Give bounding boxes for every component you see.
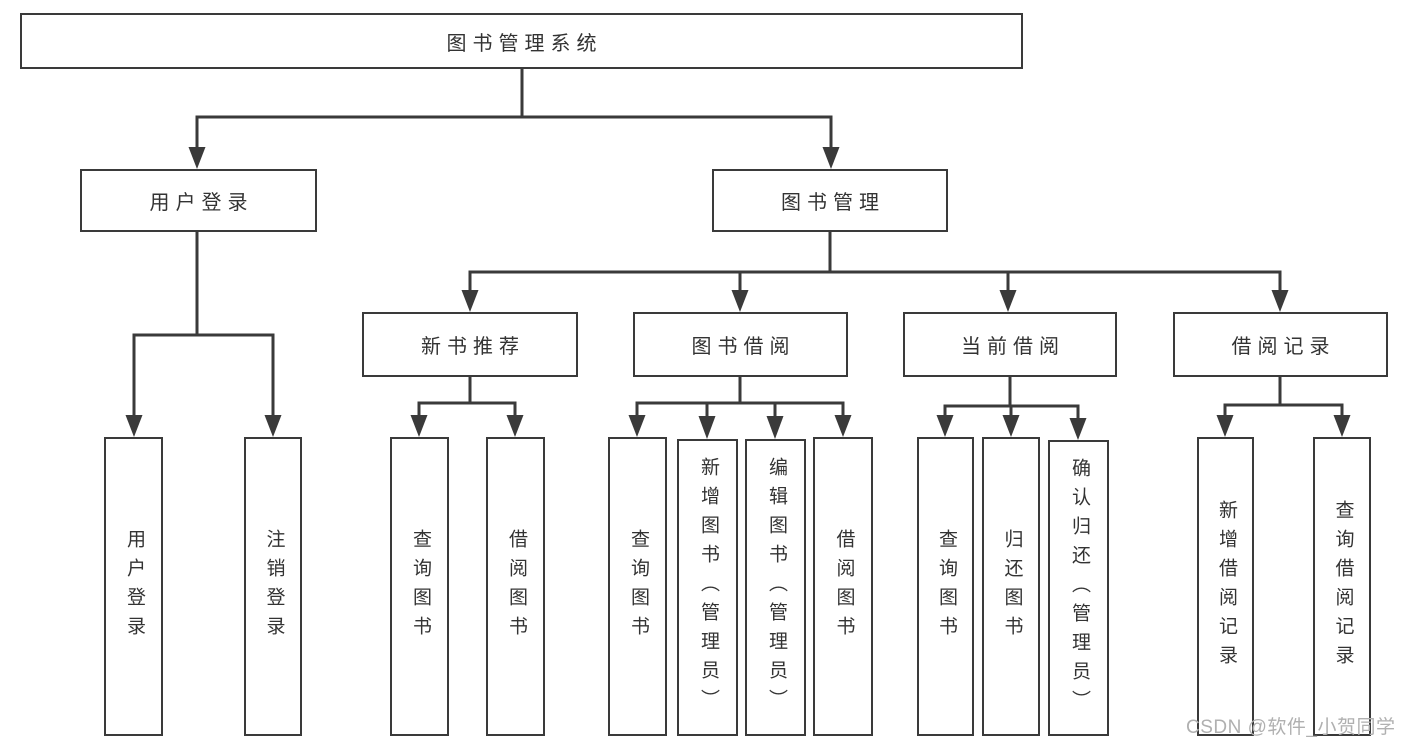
leaf-current-query: 查询图书 [917, 437, 974, 736]
node-user-login-label: 用户登录 [149, 192, 254, 214]
leaf-borrow-add-label: 新增图书（管理员） [697, 457, 719, 718]
leaf-newbook-query-label: 查询图书 [409, 528, 431, 645]
leaf-user-login-label: 用户登录 [123, 528, 145, 645]
node-book-borrow-label: 图书借阅 [691, 336, 796, 358]
leaf-current-return-label: 归还图书 [1001, 528, 1023, 645]
leaf-borrow-edit-label: 编辑图书（管理员） [765, 457, 787, 718]
connector-borrow-record-children [1216, 377, 1351, 437]
leaf-record-add-label: 新增借阅记录 [1215, 499, 1237, 674]
node-new-book: 新书推荐 [362, 312, 578, 377]
leaf-logout-label: 注销登录 [263, 528, 285, 645]
node-user-login: 用户登录 [80, 169, 317, 232]
leaf-borrow-query: 查询图书 [608, 437, 667, 736]
node-borrow-record: 借阅记录 [1173, 312, 1388, 377]
leaf-record-query: 查询借阅记录 [1313, 437, 1371, 736]
leaf-current-confirm-label: 确认归还（管理员） [1068, 457, 1090, 719]
connector-current-borrow-children [936, 377, 1087, 440]
leaf-record-add: 新增借阅记录 [1197, 437, 1254, 736]
leaf-record-query-label: 查询借阅记录 [1332, 499, 1354, 674]
node-current-borrow: 当前借阅 [903, 312, 1117, 377]
leaf-borrow-edit: 编辑图书（管理员） [745, 439, 806, 736]
node-root: 图书管理系统 [20, 13, 1023, 69]
leaf-logout: 注销登录 [244, 437, 302, 736]
leaf-newbook-borrow: 借阅图书 [486, 437, 545, 736]
connector-book-mgmt-children [461, 232, 1289, 312]
node-current-borrow-label: 当前借阅 [961, 336, 1065, 358]
node-book-mgmt: 图书管理 [712, 169, 948, 232]
leaf-borrow-borrow: 借阅图书 [813, 437, 873, 736]
leaf-current-confirm: 确认归还（管理员） [1048, 440, 1109, 736]
node-borrow-record-label: 借阅记录 [1231, 336, 1336, 358]
leaf-user-login: 用户登录 [104, 437, 163, 736]
connector-book-borrow-children [628, 377, 852, 439]
leaf-newbook-borrow-label: 借阅图书 [505, 528, 527, 645]
connector-user-login-children [125, 232, 282, 437]
node-book-mgmt-label: 图书管理 [781, 192, 885, 214]
leaf-borrow-query-label: 查询图书 [627, 528, 649, 645]
leaf-current-query-label: 查询图书 [935, 528, 957, 645]
leaf-current-return: 归还图书 [982, 437, 1040, 736]
node-root-label: 图书管理系统 [446, 32, 603, 55]
node-new-book-label: 新书推荐 [421, 336, 525, 358]
node-book-borrow: 图书借阅 [633, 312, 848, 377]
leaf-borrow-borrow-label: 借阅图书 [833, 528, 855, 645]
connector-root-to-level2 [188, 69, 840, 169]
leaf-borrow-add: 新增图书（管理员） [677, 439, 738, 736]
connector-new-book-children [410, 377, 524, 437]
leaf-newbook-query: 查询图书 [390, 437, 449, 736]
csdn-watermark: CSDN @软件_小贺同学 [1186, 717, 1396, 738]
